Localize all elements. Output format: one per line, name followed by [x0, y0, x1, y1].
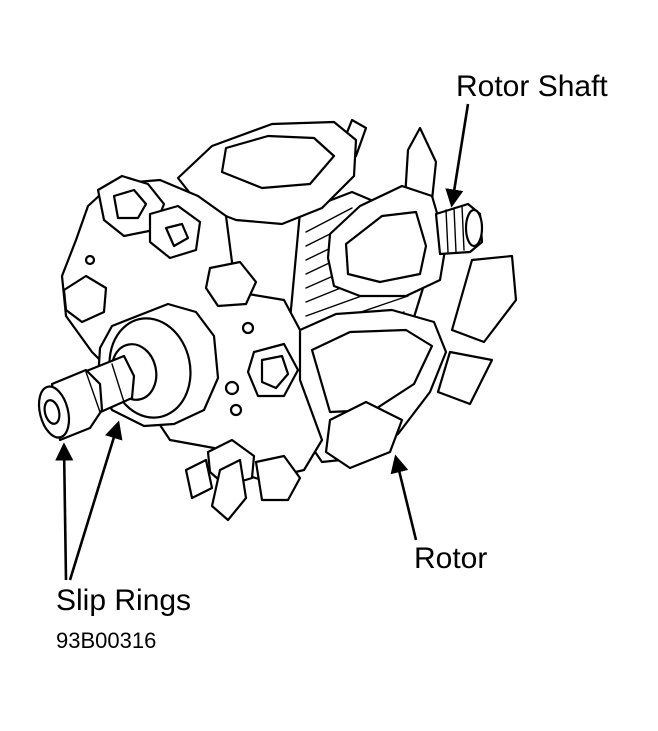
- slip-rings-label: Slip Rings: [56, 584, 192, 617]
- slip-ring-assembly: [37, 302, 220, 442]
- rotor-shaft-arrow: [445, 103, 470, 208]
- rotor-shaft-label: Rotor Shaft: [456, 70, 608, 103]
- slip-ring-arrow-1: [55, 442, 74, 581]
- slip-ring-arrow-2: [68, 420, 123, 581]
- rear-shaft: [434, 202, 484, 256]
- rotor-label: Rotor: [414, 542, 488, 575]
- leader-arrows: [55, 103, 470, 581]
- rotor-arrow: [390, 454, 418, 541]
- figure-code: 93B00316: [56, 628, 157, 653]
